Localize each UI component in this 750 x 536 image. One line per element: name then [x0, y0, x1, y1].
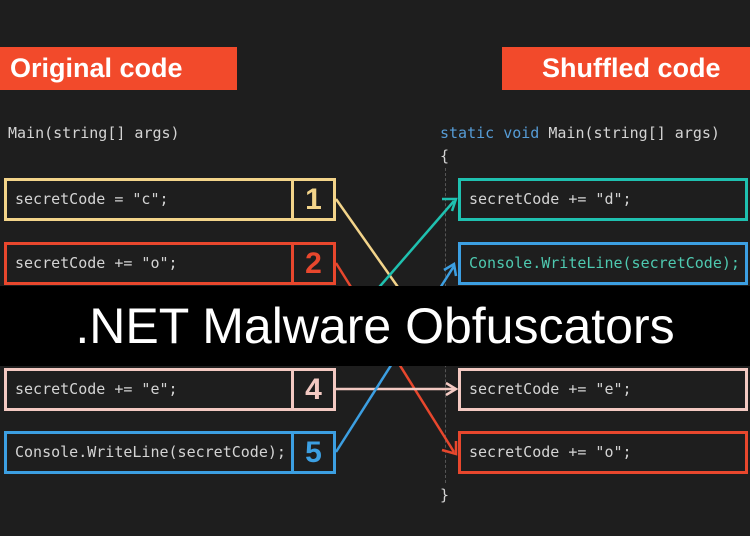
code-text: secretCode = "c";	[15, 190, 169, 208]
open-brace: {	[440, 147, 450, 165]
shuffled-line-1: secretCode += "d";	[458, 178, 748, 221]
code-text: secretCode += "d";	[469, 190, 632, 208]
code-text: secretCode += "e";	[15, 380, 178, 398]
arrow-head	[443, 261, 458, 277]
arrow-head	[442, 197, 458, 212]
line-number: 2	[291, 245, 333, 282]
shuffled-line-4: secretCode += "o";	[458, 431, 748, 474]
line-number: 4	[291, 371, 333, 408]
shuffled-code-header: Shuffled code	[502, 47, 750, 90]
arrow-head	[445, 381, 459, 397]
header-label: Original code	[10, 53, 183, 83]
original-line-2: secretCode += "o"; 2	[4, 242, 336, 285]
arrow-head	[441, 441, 458, 456]
title-banner: .NET Malware Obfuscators	[0, 286, 750, 366]
shuffled-line-2: Console.WriteLine(secretCode);	[458, 242, 748, 285]
line-number: 5	[291, 434, 333, 471]
code-text: Console.WriteLine(secretCode);	[15, 443, 286, 461]
code-text: secretCode += "o";	[15, 254, 178, 272]
signature-text: Main(string[] args)	[8, 124, 180, 142]
original-line-1: secretCode = "c"; 1	[4, 178, 336, 221]
line-3	[374, 200, 455, 293]
title: .NET Malware Obfuscators	[75, 298, 675, 354]
original-code-header: Original code	[0, 47, 237, 90]
original-line-4: secretCode += "e"; 4	[4, 368, 336, 411]
line-number: 1	[291, 181, 333, 218]
shuffled-signature: static void Main(string[] args)	[440, 124, 720, 142]
shuffled-line-3: secretCode += "e";	[458, 368, 748, 411]
original-line-5: Console.WriteLine(secretCode); 5	[4, 431, 336, 474]
close-brace: }	[440, 486, 450, 504]
original-signature: Main(string[] args)	[8, 124, 180, 142]
code-text: Console.WriteLine(secretCode);	[469, 254, 740, 272]
signature-text: Main(string[] args)	[548, 124, 720, 142]
code-text: secretCode += "e";	[469, 380, 632, 398]
keywords: static void	[440, 124, 549, 142]
code-text: secretCode += "o";	[469, 443, 632, 461]
header-label: Shuffled code	[542, 53, 721, 83]
